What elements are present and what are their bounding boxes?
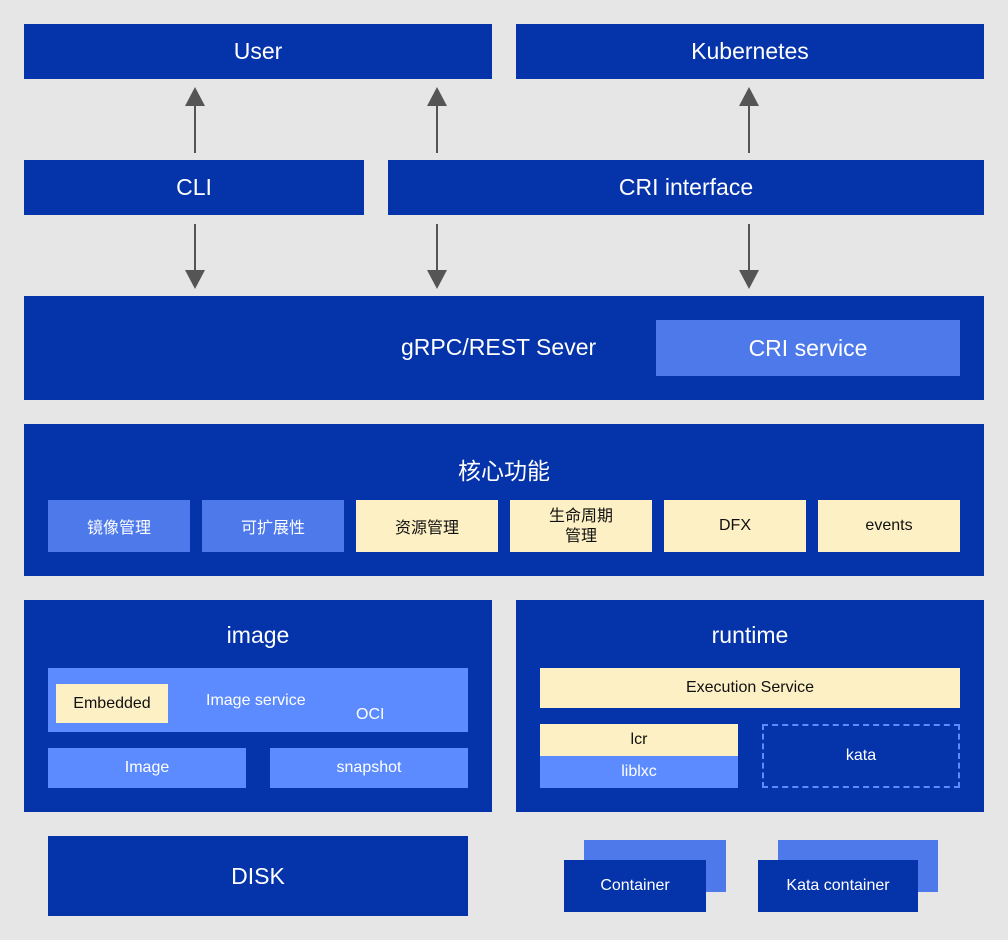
core-item-resource-mgmt: 资源管理 — [356, 500, 498, 552]
cri-interface-box: CRI interface — [388, 160, 984, 215]
grpc-rest-server-label: gRPC/REST Sever — [401, 334, 597, 360]
grpc-rest-server-box: gRPC/REST Sever CRI service — [24, 296, 984, 400]
core-functions-title: 核心功能 — [458, 459, 550, 485]
arrow-cri-to-server-left — [427, 224, 447, 289]
runtime-section: runtime Execution Service lcr liblxc kat… — [516, 600, 984, 812]
image-service-label: Image service — [206, 692, 306, 709]
cli-box: CLI — [24, 160, 364, 215]
image-service-box: Embedded Image service OCI — [48, 668, 468, 732]
arrow-cri-to-kubernetes — [739, 87, 759, 153]
snapshot-box: snapshot — [270, 748, 468, 788]
core-item-extensibility: 可扩展性 — [202, 500, 344, 552]
arrow-cri-to-server-right — [739, 224, 759, 289]
core-item-dfx: DFX — [664, 500, 806, 552]
arrow-cli-to-user — [185, 87, 205, 153]
execution-service-box: Execution Service — [540, 668, 960, 708]
arrow-cri-to-user — [427, 87, 447, 153]
image-section-title: image — [226, 622, 290, 648]
kubernetes-box: Kubernetes — [516, 24, 984, 79]
core-functions-box: 核心功能 镜像管理 可扩展性 资源管理 生命周期 管理 DFX events — [24, 424, 984, 576]
embedded-box: Embedded — [56, 684, 168, 723]
core-item-image-mgmt: 镜像管理 — [48, 500, 190, 552]
arrow-cli-to-server — [185, 224, 205, 289]
user-box: User — [24, 24, 492, 79]
image-box: Image — [48, 748, 246, 788]
kata-container-box: Kata container — [758, 860, 918, 912]
core-item-lifecycle-mgmt: 生命周期 管理 — [510, 500, 652, 552]
disk-box: DISK — [48, 836, 468, 916]
cri-service-box: CRI service — [656, 320, 960, 376]
core-item-events: events — [818, 500, 960, 552]
lcr-box: lcr — [540, 724, 738, 756]
runtime-section-title: runtime — [711, 622, 789, 648]
container-box: Container — [564, 860, 706, 912]
oci-label: OCI — [356, 706, 385, 723]
image-section: image Embedded Image service OCI Image s… — [24, 600, 492, 812]
liblxc-box: liblxc — [540, 756, 738, 788]
kata-box: kata — [762, 724, 960, 788]
